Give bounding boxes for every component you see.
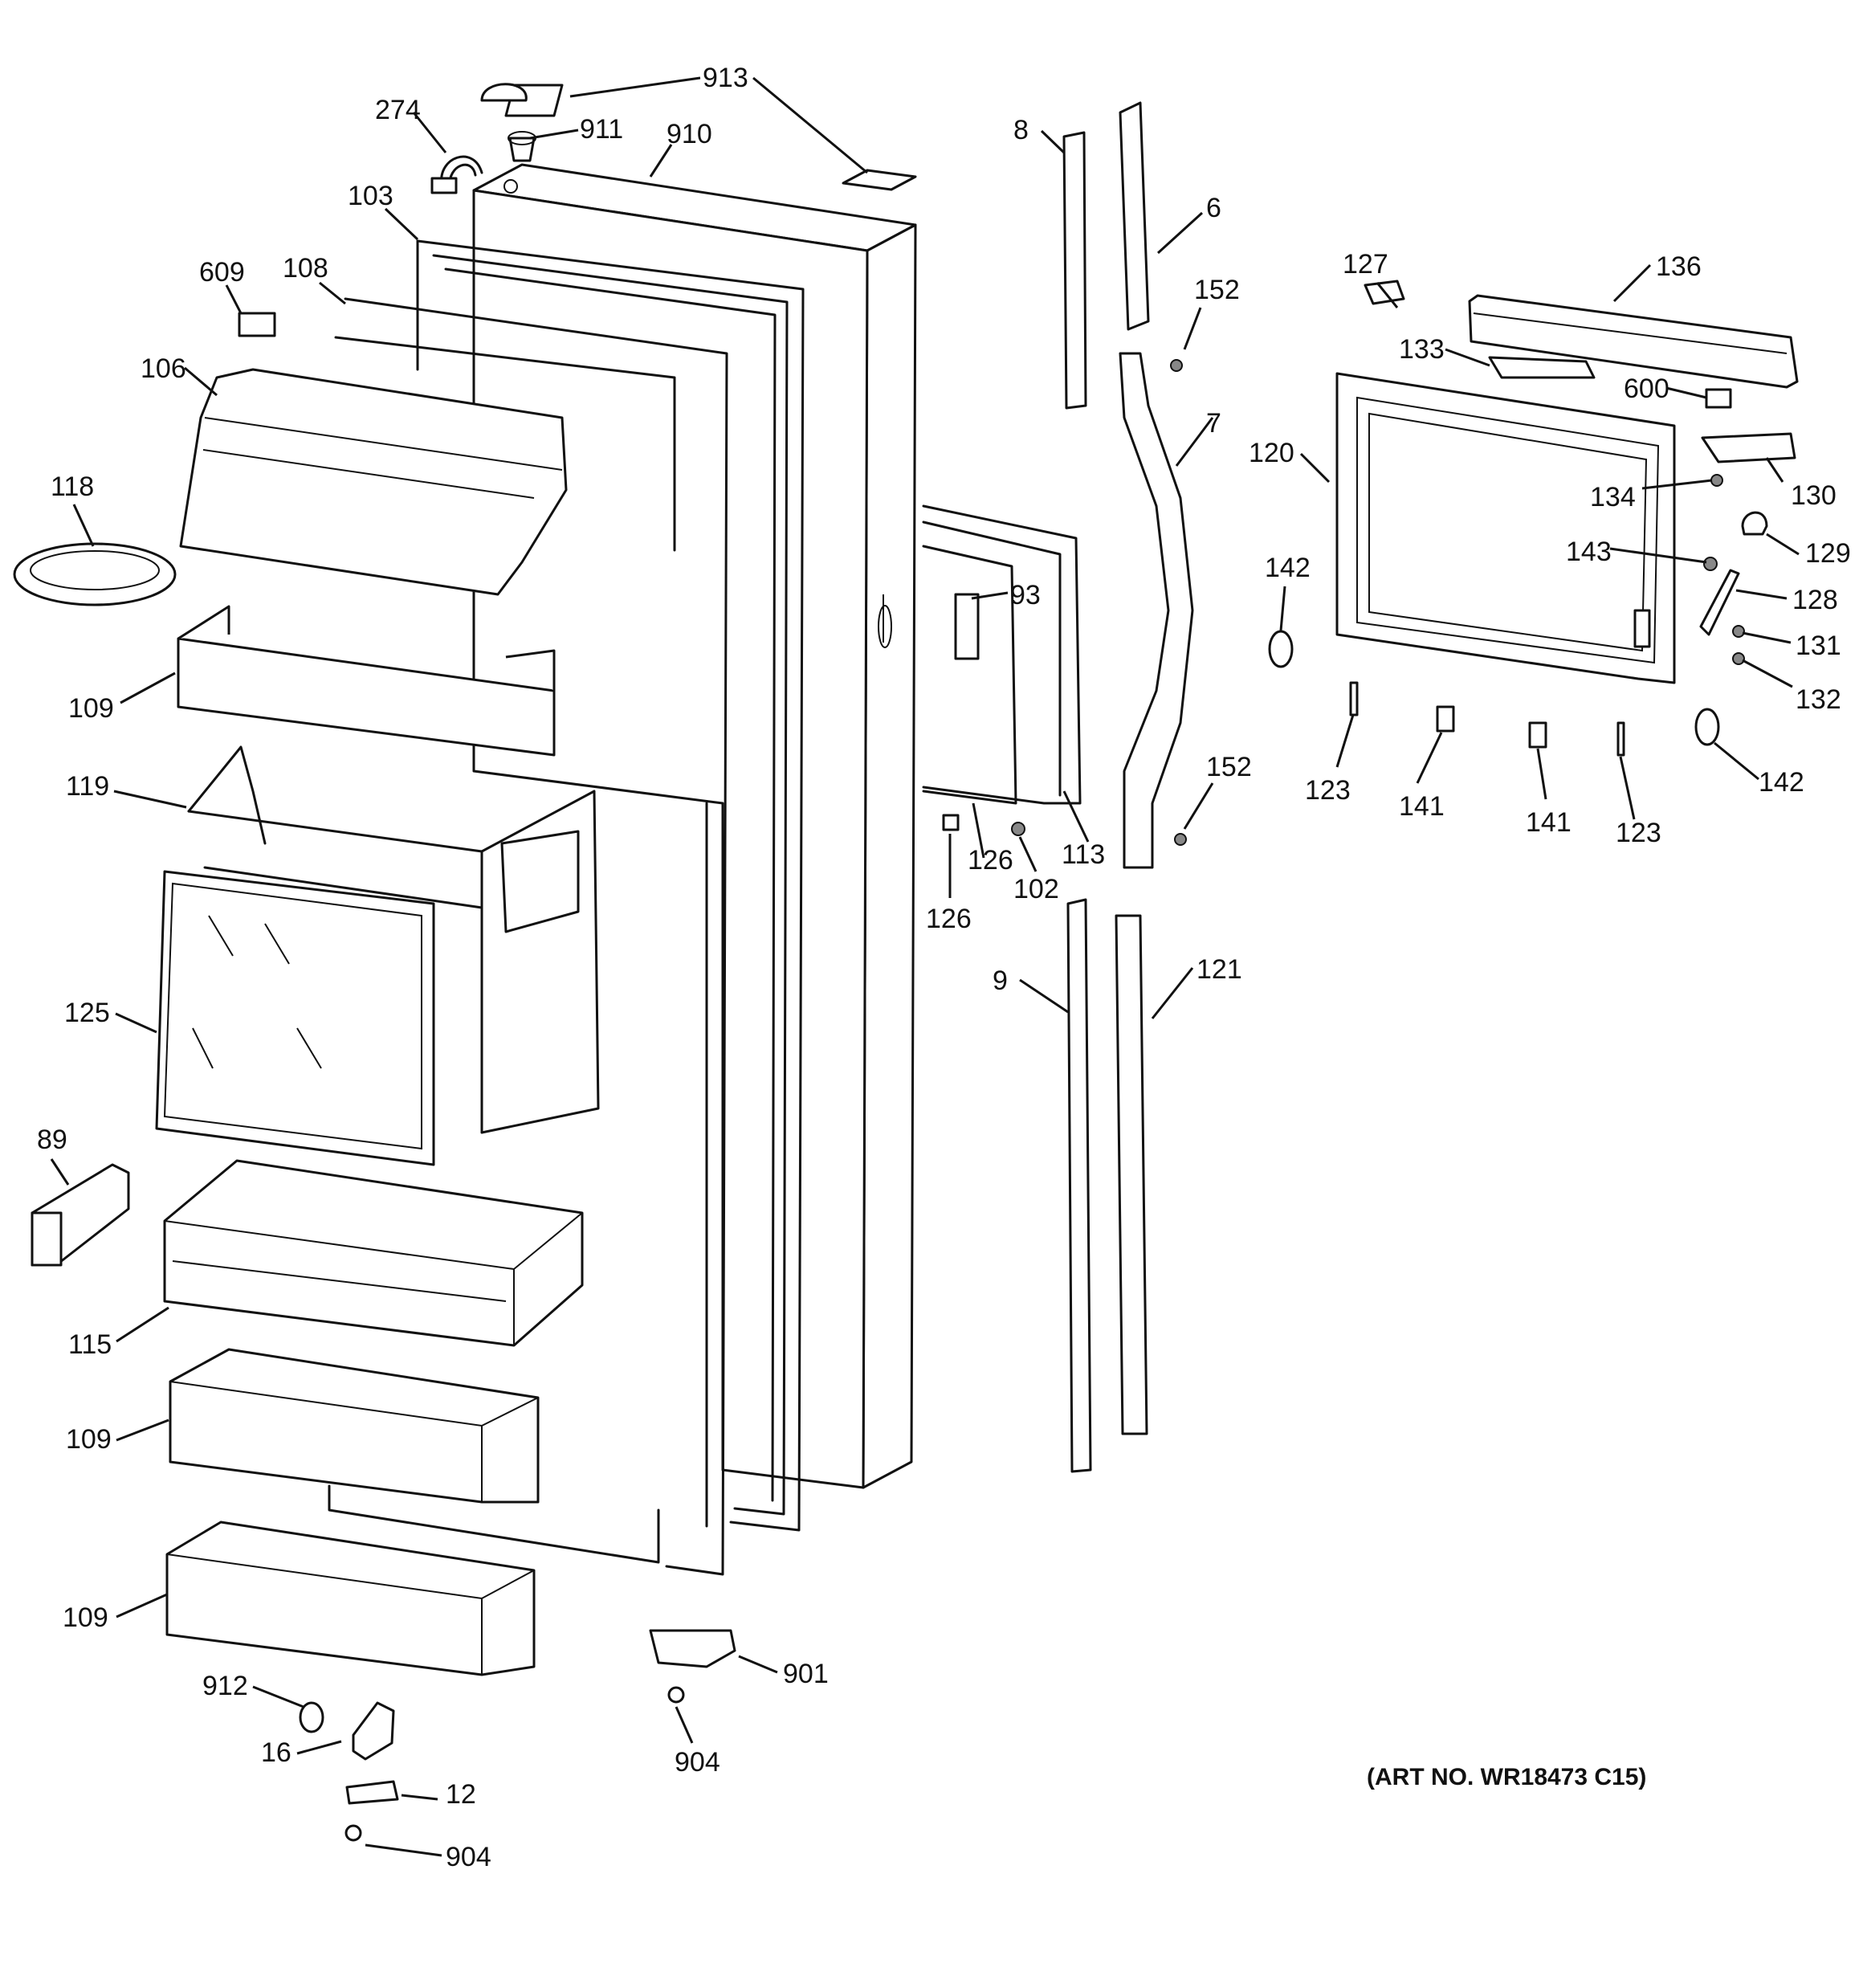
- oval-egg-tray: [13, 542, 177, 606]
- callout-106: 106: [141, 353, 186, 384]
- callout-108: 108: [283, 253, 328, 284]
- door-bin-115: [163, 1159, 584, 1347]
- door-bin-middle: [169, 1348, 540, 1504]
- callout-93: 93: [1010, 580, 1041, 610]
- callout-152-lower: 152: [1206, 752, 1252, 782]
- callout-109-lower: 109: [63, 1602, 108, 1633]
- top-trim-136: [1364, 280, 1799, 389]
- callout-7: 7: [1206, 408, 1221, 439]
- callout-125: 125: [64, 998, 110, 1028]
- callout-132: 132: [1796, 684, 1841, 715]
- callout-141-right: 141: [1526, 807, 1572, 838]
- callout-120: 120: [1249, 438, 1294, 468]
- door-gasket: [416, 239, 805, 1532]
- callout-109-middle: 109: [66, 1424, 112, 1455]
- callout-89: 89: [37, 1125, 67, 1155]
- callout-126-lower: 126: [926, 904, 972, 934]
- callout-910: 910: [667, 119, 712, 149]
- callout-142-right: 142: [1759, 767, 1804, 798]
- callout-136: 136: [1656, 251, 1702, 282]
- callout-129: 129: [1805, 538, 1851, 569]
- callout-102: 102: [1013, 874, 1059, 904]
- door-bin-lower: [165, 1521, 536, 1676]
- small-bin-89: [31, 1163, 130, 1267]
- inner-door-liner: [328, 297, 728, 1576]
- callout-9: 9: [993, 965, 1008, 996]
- right-small-parts: [1268, 388, 1796, 757]
- callout-133: 133: [1399, 334, 1445, 365]
- wire-harness-274: [430, 155, 483, 194]
- callout-904-lower-left: 904: [446, 1842, 491, 1872]
- switch-part-609: [238, 312, 276, 337]
- callout-16: 16: [261, 1737, 291, 1768]
- frame-120: [1335, 372, 1676, 684]
- shelf-frame-119: [187, 745, 600, 1134]
- callout-115: 115: [68, 1329, 112, 1360]
- callout-131: 131: [1796, 631, 1841, 661]
- callout-152-upper: 152: [1194, 275, 1240, 305]
- callout-123-right: 123: [1616, 818, 1661, 848]
- dairy-compartment-cover: [179, 368, 568, 596]
- callout-128: 128: [1792, 585, 1838, 615]
- outer-door-panel: [472, 163, 917, 1489]
- callout-leaders: [50, 76, 1800, 1857]
- callout-8: 8: [1013, 115, 1029, 145]
- callout-134: 134: [1590, 482, 1636, 512]
- callout-127: 127: [1343, 249, 1388, 280]
- callout-143: 143: [1566, 537, 1612, 567]
- dispenser-frames: [922, 504, 1082, 836]
- callout-109-upper: 109: [68, 693, 114, 724]
- callout-6: 6: [1206, 193, 1221, 223]
- callout-103: 103: [348, 181, 393, 211]
- callout-119: 119: [66, 771, 109, 802]
- callout-904-center: 904: [675, 1747, 720, 1778]
- callout-123-left: 123: [1305, 775, 1351, 806]
- callout-118: 118: [51, 471, 94, 502]
- callout-913: 913: [703, 63, 748, 93]
- callout-609: 609: [199, 257, 245, 288]
- hinge-small-parts: [299, 1629, 736, 1842]
- art-number: (ART NO. WR18473 C15): [1367, 1764, 1646, 1790]
- callout-600: 600: [1624, 374, 1669, 404]
- callout-274: 274: [375, 95, 421, 125]
- glass-door-125: [155, 870, 435, 1166]
- door-bin-upper: [177, 605, 556, 757]
- callout-912: 912: [202, 1671, 248, 1701]
- callout-901: 901: [783, 1659, 829, 1689]
- callout-113: 113: [1062, 839, 1105, 870]
- callout-labels: 913 911 274 910 103 609 108 106 118 109 …: [37, 63, 1851, 1872]
- callout-911: 911: [580, 114, 623, 145]
- callout-142-left: 142: [1265, 553, 1311, 583]
- callout-121: 121: [1196, 954, 1242, 985]
- callout-141-left: 141: [1399, 791, 1445, 822]
- callout-12: 12: [446, 1779, 476, 1810]
- callout-126-upper: 126: [968, 845, 1013, 876]
- top-cap-parts: [480, 83, 917, 191]
- trims-and-handle: [1062, 101, 1194, 1473]
- parts-artwork: [13, 83, 1799, 1842]
- callout-130: 130: [1791, 480, 1837, 511]
